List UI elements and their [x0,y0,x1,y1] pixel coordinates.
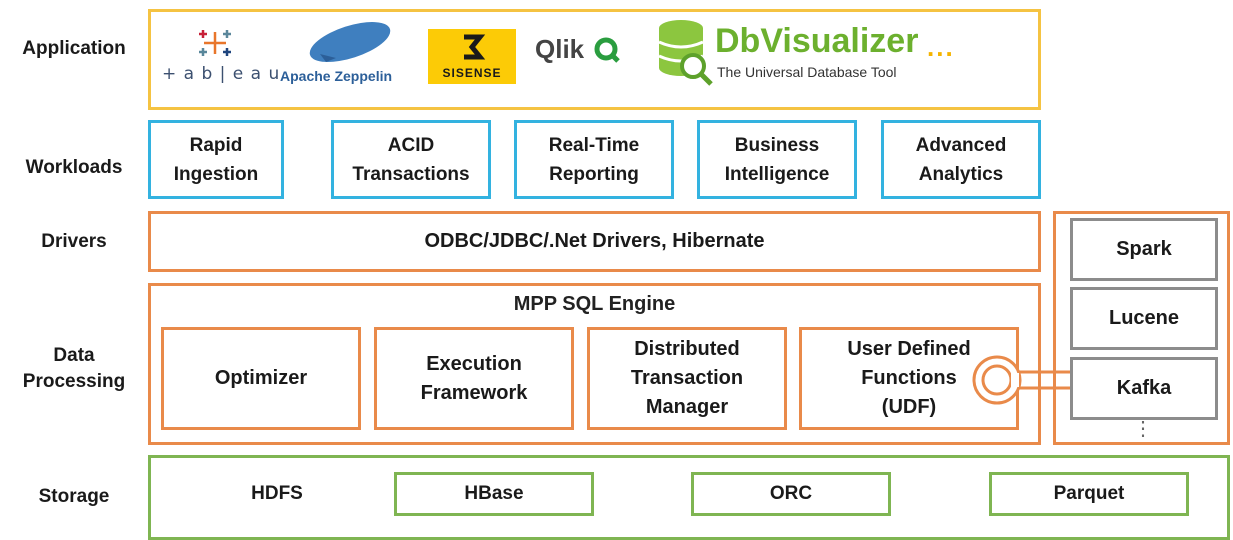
module-execution-framework: Execution Framework [374,327,574,430]
workload-business-intelligence: Business Intelligence [697,120,857,199]
storage-hbase: HBase [394,472,594,516]
storage-parquet: Parquet [989,472,1189,516]
module-optimizer: Optimizer [161,327,361,430]
more-applications-ellipsis: ... [927,32,955,62]
tableau-wordmark: + a b | e a u [162,64,281,84]
tableau-icon [199,30,231,56]
dbvisualizer-tagline: The Universal Database Tool [717,64,897,80]
application-layer [148,9,1041,110]
sisense-icon [464,34,486,60]
workload-advanced-analytics: Advanced Analytics [881,120,1041,199]
zeppelin-icon [309,21,391,63]
mpp-sql-engine-title: MPP SQL Engine [513,293,676,315]
sisense-logo: SISENSE [428,29,516,84]
layer-label-workloads: Workloads [25,157,123,178]
extension-spark: Spark [1070,218,1218,281]
workload-real-time-reporting: Real-Time Reporting [514,120,674,199]
zeppelin-wordmark: Apache Zeppelin [280,68,393,84]
qlik-q-icon [594,37,620,63]
tableau-logo: + a b | e a u [160,26,279,86]
storage-orc: ORC [691,472,891,516]
module-distributed-transaction-manager: Distributed Transaction Manager [587,327,787,430]
qlik-logo: Qlik [535,34,645,68]
module-udf: User Defined Functions (UDF) [799,327,1019,430]
zeppelin-logo: Apache Zeppelin [280,18,420,90]
storage-hdfs: HDFS [251,483,303,504]
dbvisualizer-logo: DbVisualizer The Universal Database Tool… [655,14,975,94]
mpp-sql-engine-box [148,283,1041,445]
layer-label-application: Application [22,38,126,59]
sisense-wordmark: SISENSE [442,66,502,80]
extensions-more-ellipsis: ⋮ [1133,418,1153,440]
database-magnifier-icon [658,20,713,86]
layer-label-storage: Storage [38,486,110,507]
dbvisualizer-wordmark: DbVisualizer [715,22,919,60]
workload-rapid-ingestion: Rapid Ingestion [148,120,284,199]
drivers-box: ODBC/JDBC/.Net Drivers, Hibernate [148,211,1041,272]
extensions-panel [1053,211,1230,445]
qlik-wordmark: Qlik [535,34,585,64]
workload-acid-transactions: ACID Transactions [331,120,491,199]
layer-label-data-processing: Data Processing [22,345,126,392]
layer-label-drivers: Drivers [41,231,107,252]
extension-lucene: Lucene [1070,287,1218,350]
extension-kafka: Kafka [1070,357,1218,420]
